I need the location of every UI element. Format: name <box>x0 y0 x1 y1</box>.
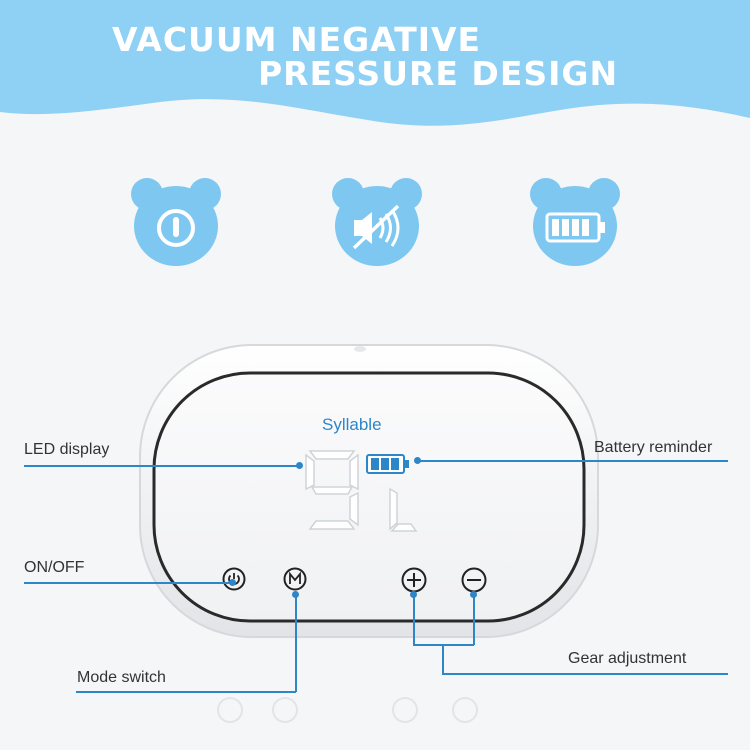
feature-silent <box>328 172 426 268</box>
callout-led-display: LED display <box>24 441 110 458</box>
callout-mode-switch: Mode switch <box>77 669 166 686</box>
led-display: 9 <box>292 447 372 533</box>
mode-indicator: L <box>388 487 418 533</box>
header-banner: VACUUM NEGATIVE PRESSURE DESIGN <box>0 0 750 140</box>
breast-pump-device: Syllable 9 L <box>138 343 600 641</box>
callout-line-gear <box>442 673 728 675</box>
callout-dot-onoff <box>229 579 236 586</box>
feature-power <box>127 172 225 268</box>
mode-button-icon <box>283 567 307 591</box>
callout-line-mode-vertical <box>295 594 297 692</box>
battery-indicator <box>366 454 410 474</box>
battery-icon <box>545 212 605 243</box>
callout-line-gear-minus <box>473 594 475 645</box>
increase-button[interactable] <box>401 567 427 593</box>
callout-line-gear-plus <box>413 594 415 645</box>
callout-dot-minus <box>470 591 477 598</box>
callout-line-battery <box>418 460 728 462</box>
led-digit-value: 9 <box>292 447 293 448</box>
mode-button[interactable] <box>283 567 307 591</box>
power-icon <box>157 209 195 247</box>
callout-battery-reminder: Battery reminder <box>594 439 713 456</box>
callout-dot-plus <box>410 591 417 598</box>
callout-line-gear-join <box>413 644 474 646</box>
banner-title-line2: PRESSURE DESIGN <box>258 54 619 93</box>
callout-line-gear-down <box>442 644 444 674</box>
brand-logo: Syllable <box>322 415 382 434</box>
minus-icon <box>461 567 487 593</box>
callout-line-led <box>24 465 300 467</box>
banner-title-line1: VACUUM NEGATIVE <box>112 20 482 59</box>
callout-line-onoff <box>24 582 234 584</box>
mute-icon <box>352 204 400 250</box>
callout-dot-battery <box>414 457 421 464</box>
device-reflection <box>190 690 520 730</box>
mode-letter: L <box>388 487 389 488</box>
callout-line-mode <box>76 691 296 693</box>
feature-battery <box>526 172 624 268</box>
callout-gear-adjustment: Gear adjustment <box>568 650 687 667</box>
callout-dot-led <box>296 462 303 469</box>
callout-dot-mode <box>292 591 299 598</box>
decrease-button[interactable] <box>461 567 487 593</box>
callout-on-off: ON/OFF <box>24 559 85 576</box>
plus-icon <box>401 567 427 593</box>
banner-wave <box>0 0 750 126</box>
